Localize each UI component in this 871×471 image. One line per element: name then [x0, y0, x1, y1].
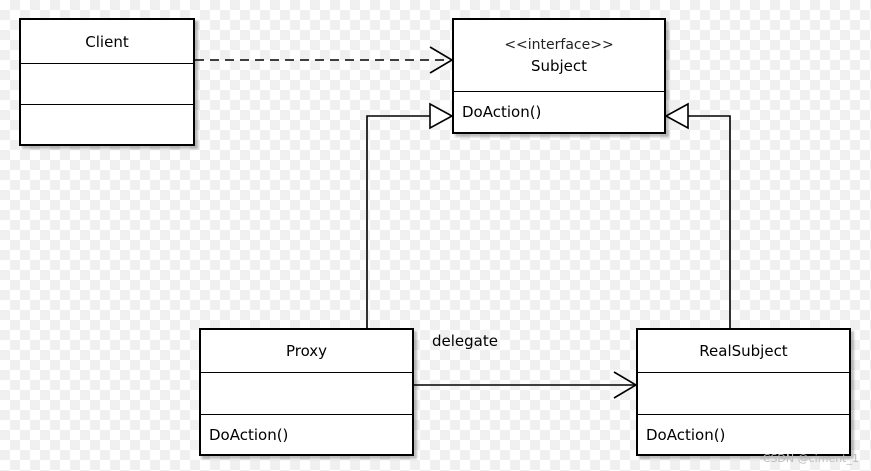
class-realsubject-method: DoAction()	[646, 425, 726, 444]
proxy-realization-arrowhead	[429, 102, 454, 130]
watermark-text: CSDN @ciment_1	[762, 452, 859, 465]
class-proxy-method: DoAction()	[209, 425, 289, 444]
class-proxy-attributes-compartment	[201, 373, 412, 415]
class-proxy-name-compartment: Proxy	[201, 330, 412, 373]
class-client-methods-compartment	[21, 105, 193, 144]
class-realsubject[interactable]: RealSubject DoAction()	[636, 328, 851, 456]
interface-stereotype: <<interface>>	[504, 36, 614, 53]
class-proxy[interactable]: Proxy DoAction()	[199, 328, 414, 456]
class-proxy-name: Proxy	[285, 342, 328, 360]
class-proxy-methods-compartment: DoAction()	[201, 415, 412, 454]
class-realsubject-attributes-compartment	[638, 373, 849, 415]
class-client-name-compartment: Client	[21, 20, 193, 64]
class-client-attributes-compartment	[21, 64, 193, 105]
interface-subject-method: DoAction()	[462, 103, 542, 121]
interface-subject-name: Subject	[530, 56, 588, 75]
interface-subject-methods-compartment: DoAction()	[454, 92, 664, 132]
class-client[interactable]: Client	[19, 18, 195, 146]
delegate-label: delegate	[432, 332, 498, 350]
proxy-realization-line	[366, 115, 430, 328]
class-realsubject-name-compartment: RealSubject	[638, 330, 849, 373]
class-realsubject-name: RealSubject	[699, 342, 788, 360]
realsubject-realization-line	[688, 115, 731, 328]
class-realsubject-methods-compartment: DoAction()	[638, 415, 849, 454]
realsubject-realization-arrowhead	[664, 102, 689, 130]
interface-subject-name-compartment: <<interface>> Subject	[454, 20, 664, 92]
interface-subject[interactable]: <<interface>> Subject DoAction()	[452, 18, 666, 134]
class-client-name: Client	[85, 32, 129, 51]
